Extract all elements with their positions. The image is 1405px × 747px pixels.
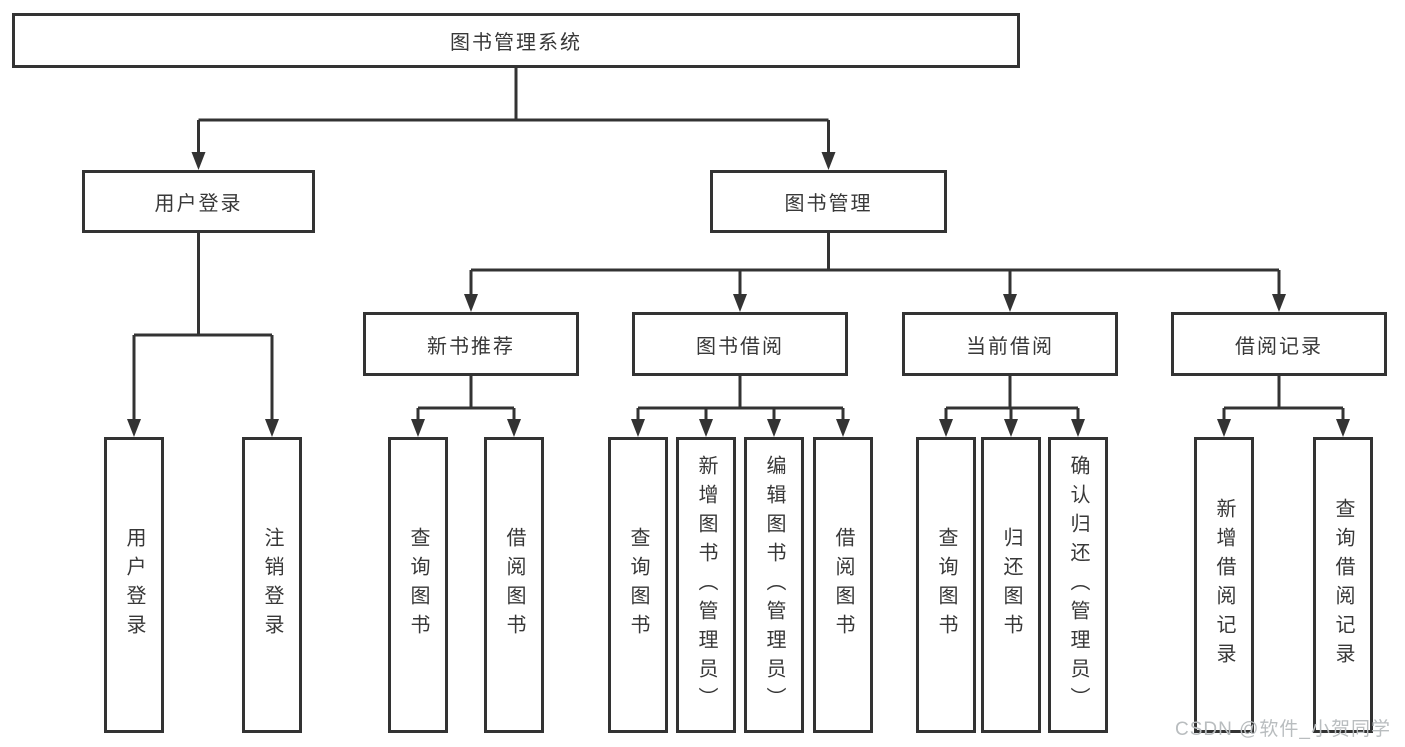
leaf-borrow-books: 借阅图书 [813, 437, 873, 733]
arrow-down-icon [767, 419, 781, 437]
connector-book-borrow-to-leaves [636, 376, 845, 420]
leaf-label: 确认归还（管理员） [1067, 454, 1089, 716]
node-new-book-recommend: 新书推荐 [363, 312, 579, 376]
arrow-down-icon [1336, 419, 1350, 437]
leaf-label: 归还图书 [1000, 527, 1022, 643]
arrow-down-icon [127, 419, 141, 437]
leaf-label: 新增图书（管理员） [695, 454, 717, 716]
arrow-down-icon [699, 419, 713, 437]
leaf-label: 新增借阅记录 [1213, 498, 1235, 672]
arrow-down-icon [507, 419, 521, 437]
leaf-label: 编辑图书（管理员） [763, 454, 785, 716]
arrowheads [127, 152, 1350, 437]
leaf-borrow-books-recommend: 借阅图书 [484, 437, 544, 733]
arrow-down-icon [1003, 294, 1017, 312]
node-borrow-records: 借阅记录 [1171, 312, 1387, 376]
arrow-down-icon [411, 419, 425, 437]
leaf-label: 借阅图书 [503, 527, 525, 643]
leaf-add-borrow-record: 新增借阅记录 [1194, 437, 1254, 733]
connector-user-login-to-leaves [132, 233, 274, 420]
node-book-management: 图书管理 [710, 170, 947, 233]
leaf-edit-book-admin: 编辑图书（管理员） [744, 437, 804, 733]
leaf-query-books-borrow: 查询图书 [608, 437, 668, 733]
leaf-label: 查询图书 [935, 527, 957, 643]
arrow-down-icon [631, 419, 645, 437]
arrow-down-icon [733, 294, 747, 312]
arrow-down-icon [265, 419, 279, 437]
leaf-query-books-current: 查询图书 [916, 437, 976, 733]
leaf-logout: 注销登录 [242, 437, 302, 733]
arrow-down-icon [191, 152, 206, 170]
arrow-down-icon [939, 419, 953, 437]
connector-borrow-records-to-leaves [1222, 376, 1345, 420]
leaf-query-books-recommend: 查询图书 [388, 437, 448, 733]
arrow-down-icon [464, 294, 478, 312]
leaf-label: 注销登录 [261, 527, 283, 643]
leaf-label: 查询图书 [407, 527, 429, 643]
watermark: CSDN @软件_小贺同学 [1175, 719, 1391, 740]
leaf-query-borrow-record: 查询借阅记录 [1313, 437, 1373, 733]
node-root-library-system: 图书管理系统 [12, 13, 1020, 68]
leaf-label: 查询借阅记录 [1332, 498, 1354, 672]
connector-lines [132, 68, 1345, 420]
leaf-label: 查询图书 [627, 527, 649, 643]
node-current-borrow: 当前借阅 [902, 312, 1118, 376]
arrow-down-icon [1272, 294, 1286, 312]
leaf-confirm-return-admin: 确认归还（管理员） [1048, 437, 1108, 733]
connector-book-mgmt-to-level3 [469, 233, 1281, 295]
node-book-borrow: 图书借阅 [632, 312, 848, 376]
arrow-down-icon [1217, 419, 1231, 437]
leaf-label: 用户登录 [123, 527, 145, 643]
connector-new-book-to-leaves [416, 376, 516, 420]
arrow-down-icon [821, 152, 836, 170]
node-user-login: 用户登录 [82, 170, 315, 233]
leaf-label: 借阅图书 [832, 527, 854, 643]
connector-current-borrow-to-leaves [944, 376, 1080, 420]
leaf-add-book-admin: 新增图书（管理员） [676, 437, 736, 733]
arrow-down-icon [1004, 419, 1018, 437]
arrow-down-icon [836, 419, 850, 437]
leaf-return-book: 归还图书 [981, 437, 1041, 733]
connector-root-to-level2 [197, 68, 830, 153]
leaf-user-login: 用户登录 [104, 437, 164, 733]
arrow-down-icon [1071, 419, 1085, 437]
